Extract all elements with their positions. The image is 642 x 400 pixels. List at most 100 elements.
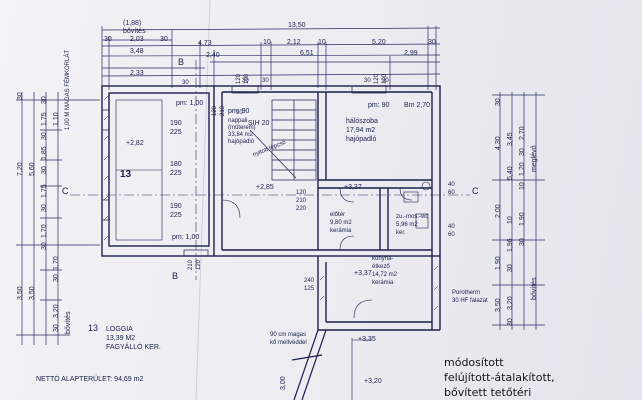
window-size: 40 xyxy=(448,182,455,188)
title-line-1: módosított xyxy=(444,356,504,369)
dim-label: 2,03 xyxy=(130,36,144,43)
dim-label: 3,20 xyxy=(507,296,514,310)
dim-label: 1,70 xyxy=(41,224,48,238)
dim-label: 5,40 xyxy=(507,166,514,180)
left-dimension-lines xyxy=(16,92,100,345)
dim-label: bővítés xyxy=(65,311,72,334)
dim-label: 30 xyxy=(507,318,514,326)
room-name: (műterem) xyxy=(228,125,256,131)
window-size: 100 xyxy=(244,73,250,84)
door-size: 240 xyxy=(304,278,315,284)
dim-label: 10 xyxy=(507,216,514,224)
chimney-label: SIH 20 xyxy=(248,120,270,127)
dim-label: 30 xyxy=(104,36,112,43)
top-dimension-lines xyxy=(101,26,441,90)
window-size: 120 xyxy=(196,259,202,270)
dim-label: 3,50 xyxy=(17,286,24,300)
wall-hatching xyxy=(103,95,439,311)
legend-room-area: 13,39 M2 xyxy=(106,335,136,342)
section-lines xyxy=(70,60,470,280)
parapet-height: pm: 1,00 xyxy=(172,234,200,241)
room-area: 5,96 m2 xyxy=(396,222,418,228)
section-marker-c: C xyxy=(472,186,479,196)
diagonal-parapet xyxy=(291,329,327,400)
dim-label: 30 xyxy=(519,238,526,246)
building-walls xyxy=(101,85,441,331)
dim-label: 30 xyxy=(382,78,389,84)
staircase xyxy=(249,99,317,181)
right-dimension-lines xyxy=(492,92,545,330)
window-size: 190 xyxy=(170,203,182,210)
loggia-number: 13 xyxy=(120,169,132,180)
legend-number: 13 xyxy=(88,323,99,333)
room-name: konyha- xyxy=(372,256,394,262)
room-name: nappali xyxy=(228,118,248,124)
dim-label: 30 xyxy=(41,242,48,250)
dim-label: 30 xyxy=(53,324,60,332)
room-floor: ker. xyxy=(396,230,406,236)
dim-label: 30 xyxy=(242,78,249,84)
legend-room-floor: FAGYÁLLÓ KER. xyxy=(106,344,161,351)
dim-label: 2,33 xyxy=(130,70,144,77)
dim-label: 30 xyxy=(41,166,48,174)
dim-label: 3,45 xyxy=(507,132,514,146)
window-size: 120 xyxy=(236,73,242,84)
dim-label: 7,20 xyxy=(17,162,24,176)
dim-label: 6,51 xyxy=(300,50,314,57)
dim-label: 30 xyxy=(182,80,189,86)
parapet-height: pm: 1,00 xyxy=(176,100,204,107)
level-mark: +3,35 xyxy=(358,336,376,343)
dim-label: 2,99 xyxy=(404,50,418,57)
dim-label: 1,90 xyxy=(495,256,502,270)
bathroom-fixtures xyxy=(403,181,431,229)
ceiling-height: Bm 2,70 xyxy=(404,102,431,109)
section-marker-c: C xyxy=(62,186,69,196)
level-mark: +3,20 xyxy=(364,378,382,385)
window-size: 120 xyxy=(374,73,380,84)
wall-note: 30 HF falazat xyxy=(452,298,488,304)
dim-label: 30 xyxy=(41,132,48,140)
window-size: 225 xyxy=(170,170,182,177)
dim-label: 13,50 xyxy=(288,22,306,29)
paper-fold xyxy=(195,0,211,400)
dim-label: 10 xyxy=(519,182,526,190)
window-size: 210 xyxy=(188,259,194,270)
dim-label: 3,50 xyxy=(495,298,502,312)
wall-note: Porotherm xyxy=(452,290,481,296)
dim-label: 5,20 xyxy=(372,39,386,46)
dim-label: 1,90 xyxy=(519,212,526,226)
dim-label: 1,96 xyxy=(507,238,514,252)
dim-label: 1,85 xyxy=(41,146,48,160)
room-name: hálószoba xyxy=(346,118,378,125)
legend-room-name: LOGGIA xyxy=(106,326,133,333)
dim-label: 10 xyxy=(263,39,271,46)
dim-label: meglévő xyxy=(531,145,538,172)
dim-label: 30 xyxy=(41,96,48,104)
door-size: 220 xyxy=(296,206,307,212)
dim-label: 30 xyxy=(41,204,48,212)
level-mark: +2,85 xyxy=(256,184,274,191)
dim-label: 2,70 xyxy=(519,126,526,140)
window-size: 180 xyxy=(170,161,182,168)
dim-label: 3,20 xyxy=(53,304,60,318)
level-mark: +2,82 xyxy=(126,140,144,147)
parapet-height: pm: 90 xyxy=(368,102,390,109)
dim-label: (1,88) xyxy=(123,20,142,27)
room-floor: kerámia xyxy=(372,280,394,286)
level-mark: +3,37 xyxy=(354,270,372,277)
windows xyxy=(101,85,387,257)
section-marker-b: B xyxy=(178,57,185,67)
parapet-note: 90 cm magas xyxy=(270,332,307,338)
dim-label: 1,10 xyxy=(53,112,60,126)
room-floor: hajópadló xyxy=(346,136,377,143)
dim-label: 30 xyxy=(519,148,526,156)
door-size: 120 xyxy=(296,190,307,196)
window-size: 225 xyxy=(170,212,182,219)
dim-label: 4,73 xyxy=(198,40,212,47)
room-floor: kerámia xyxy=(330,228,352,234)
dim-label: 30 xyxy=(53,274,60,282)
window-size: 60 xyxy=(448,190,455,196)
dim-label: 5,60 xyxy=(29,162,36,176)
dim-label: 2,12 xyxy=(287,39,301,46)
